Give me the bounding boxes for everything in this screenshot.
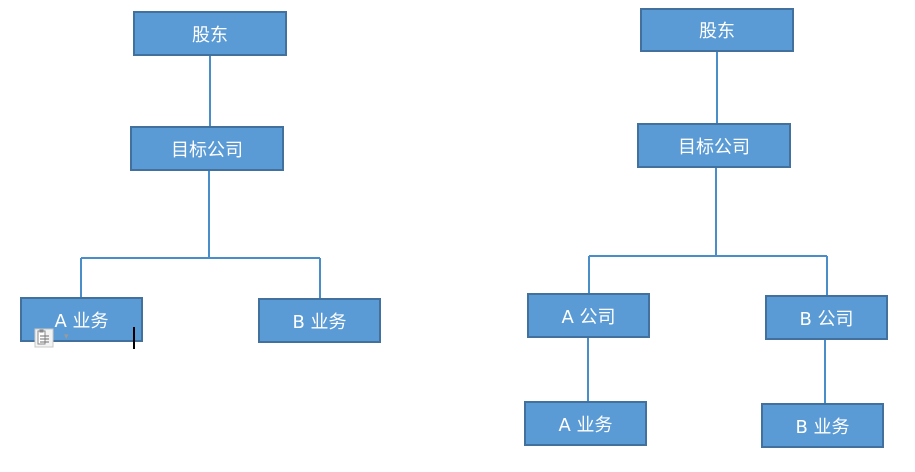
- paste-options-icon[interactable]: [34, 328, 54, 348]
- node-label: B 公司: [799, 308, 854, 330]
- text-cursor-icon: [133, 327, 135, 349]
- node-label: A 业务: [54, 310, 109, 332]
- node-target-company-right[interactable]: 目标公司: [637, 123, 791, 168]
- chevron-down-icon[interactable]: ▾: [64, 332, 69, 342]
- node-label: A 公司: [561, 306, 616, 328]
- node-business-a-right[interactable]: A 业务: [524, 401, 647, 446]
- node-label: 股东: [192, 24, 228, 46]
- node-business-b-right[interactable]: B 业务: [761, 403, 884, 448]
- node-label: 目标公司: [678, 136, 750, 158]
- node-label: A 业务: [558, 414, 613, 436]
- node-company-b-right[interactable]: B 公司: [765, 295, 888, 340]
- node-label: 股东: [699, 21, 735, 42]
- node-label: B 业务: [795, 416, 850, 438]
- node-business-b-left[interactable]: B 业务: [258, 298, 381, 343]
- node-company-a-right[interactable]: A 公司: [527, 293, 650, 338]
- node-label: 目标公司: [171, 139, 243, 161]
- node-shareholder-left[interactable]: 股东: [133, 11, 287, 56]
- node-target-company-left[interactable]: 目标公司: [130, 126, 284, 171]
- node-shareholder-right[interactable]: 股东: [640, 8, 794, 52]
- node-label: B 业务: [292, 311, 347, 333]
